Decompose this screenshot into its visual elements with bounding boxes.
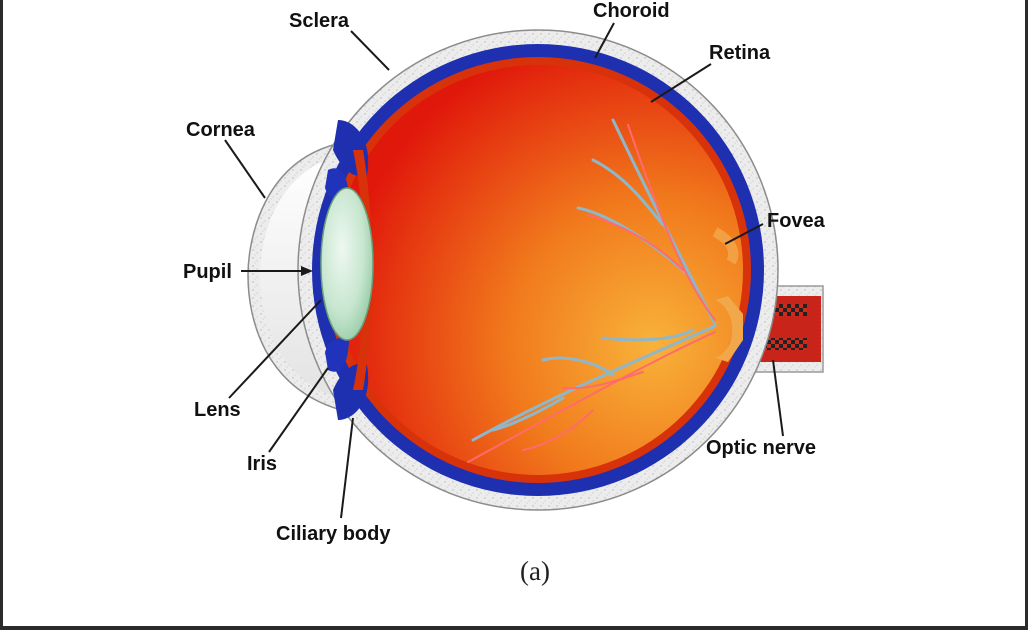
label-fovea: Fovea bbox=[767, 210, 826, 232]
label-retina: Retina bbox=[709, 42, 771, 64]
leader-fovea bbox=[724, 223, 764, 245]
optic-disc bbox=[715, 296, 743, 362]
leader-retina bbox=[650, 63, 712, 103]
label-pupil: Pupil bbox=[183, 261, 232, 283]
leader-sclera bbox=[350, 30, 390, 71]
retinal-arteries bbox=[467, 124, 716, 463]
leader-cornea bbox=[224, 139, 266, 199]
fovea-pit bbox=[712, 227, 739, 265]
label-ciliary-body: Ciliary body bbox=[276, 523, 391, 545]
leader-optic-nerve bbox=[772, 359, 784, 437]
ciliary-strip bbox=[353, 150, 372, 390]
label-optic-nerve: Optic nerve bbox=[706, 437, 816, 459]
lens bbox=[320, 187, 374, 341]
leader-lines bbox=[224, 22, 784, 519]
pupil-arrowhead bbox=[301, 266, 313, 276]
leader-choroid bbox=[594, 22, 615, 59]
label-iris: Iris bbox=[247, 453, 277, 475]
eye-anatomy-diagram: Sclera Choroid Retina Cornea Fovea Pupil… bbox=[183, 0, 826, 586]
label-lens: Lens bbox=[194, 399, 241, 421]
leader-ciliary-body bbox=[340, 417, 354, 519]
leader-lens bbox=[228, 299, 322, 399]
label-sclera: Sclera bbox=[289, 10, 350, 32]
iris-lower bbox=[325, 338, 349, 372]
figure-caption: (a) bbox=[520, 556, 550, 586]
label-choroid: Choroid bbox=[593, 0, 670, 22]
label-cornea: Cornea bbox=[186, 119, 256, 141]
leader-iris bbox=[268, 367, 329, 453]
